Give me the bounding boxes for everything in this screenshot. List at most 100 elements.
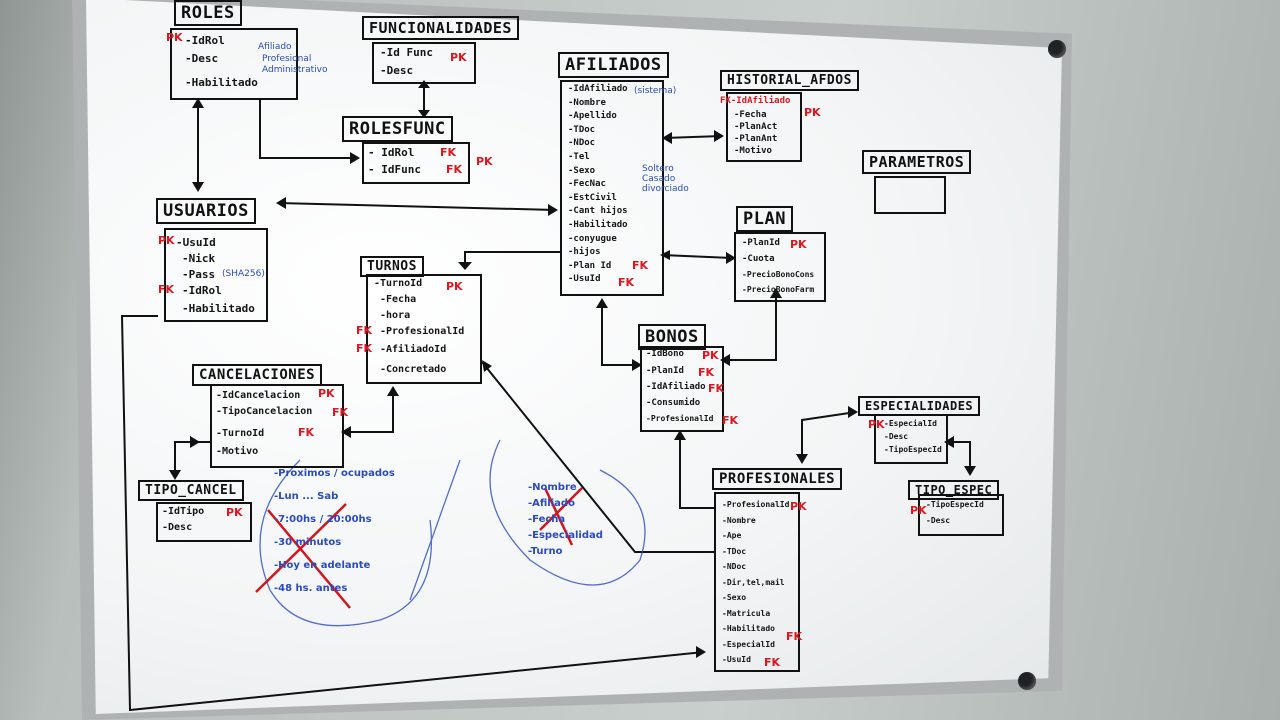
usuarios-field: -Pass	[182, 268, 216, 281]
usuarios-field: -UsuId	[176, 236, 216, 249]
turnos-field: -AfiliadoId	[380, 344, 447, 355]
tipo-espec-box	[918, 494, 1004, 536]
cancelaciones-field: -Motivo	[216, 446, 259, 457]
funcionalidades-title: FUNCIONALIDADES	[362, 16, 519, 40]
especialidades-field: -TipoEspecId	[884, 445, 942, 454]
usuarios-pk: PK	[158, 234, 175, 247]
funcionalidades-box	[372, 42, 476, 84]
profesionales-field: -Sexo	[722, 593, 747, 602]
historial-field: -PlanAct	[734, 122, 778, 132]
profesionales-field: -ProfesionalId	[722, 500, 790, 509]
profesionales-title: PROFESIONALES	[712, 468, 843, 490]
plan-box	[734, 232, 826, 302]
cancelaciones-fk: FK	[332, 406, 349, 419]
bonos-fk: FK	[698, 366, 715, 379]
cancelaciones-field: -TurnoId	[216, 428, 265, 439]
turnos-field: -ProfesionalId	[380, 326, 465, 337]
crossed-out-line: -Afiliado	[528, 498, 575, 509]
turnos-field: -Concretado	[380, 364, 447, 375]
roles-field: -IdRol	[185, 34, 225, 47]
corner-screw	[1018, 672, 1036, 690]
turnos-box	[366, 274, 482, 384]
usuarios-field: -IdRol	[182, 284, 222, 297]
cancelaciones-pk: PK	[318, 387, 335, 400]
afiliados-field: -Cant hijos	[568, 206, 628, 217]
profesionales-field: -Matricula	[722, 608, 771, 618]
especialidades-field: -Desc	[884, 432, 909, 441]
profesionales-fk: FK	[764, 656, 781, 669]
crossed-out-line: -Lun ... Sab	[274, 491, 339, 502]
crossed-out-line: -Turno	[528, 546, 563, 557]
bonos-field: -ProfesionalId	[646, 414, 714, 423]
plan-title: PLAN	[736, 206, 793, 232]
rolesfunc-title: ROLESFUNC	[342, 116, 453, 142]
bonos-field: -PlanId	[646, 366, 684, 376]
crossed-out-line: -Proximos / ocupados	[274, 468, 395, 479]
rolesfunc-field: - IdRol	[368, 146, 415, 159]
rolesfunc-field: - IdFunc	[368, 163, 421, 176]
roles-desc-note: Administrativo	[262, 65, 328, 75]
historial-pk: PK	[804, 106, 821, 119]
roles-field: -Habilitado	[185, 76, 258, 89]
funcionalidades-field: -Id Func	[380, 46, 433, 59]
crossed-out-line: -Especialidad	[528, 530, 603, 541]
profesionales-pk: PK	[790, 500, 807, 513]
roles-desc-note: Profesional	[262, 54, 312, 64]
bonos-field: -Consumido	[646, 398, 701, 408]
usuarios-title: USUARIOS	[156, 198, 256, 224]
plan-field: -Cuota	[742, 254, 775, 264]
cancelaciones-title: CANCELACIONES	[192, 364, 323, 386]
bonos-title: BONOS	[638, 324, 706, 350]
tipo-espec-field: -Desc	[926, 516, 951, 525]
crossed-out-line: -Fecha	[528, 514, 566, 525]
profesionales-field: -UsuId	[722, 655, 751, 664]
afiliados-field: -TDoc	[568, 124, 596, 135]
afiliados-field: -Sexo	[568, 165, 596, 176]
tipo-cancel-field: -Desc	[162, 522, 193, 533]
crossed-out-line: -48 hs. antes	[274, 583, 348, 594]
cancelaciones-fk: FK	[298, 426, 315, 439]
profesionales-field: -EspecialId	[722, 639, 775, 649]
especialidades-box	[874, 414, 948, 464]
plan-pk: PK	[790, 238, 807, 251]
afiliados-field: -Tel	[568, 152, 590, 162]
estcivil-note: divorciado	[642, 184, 689, 194]
profesionales-field: -NDoc	[722, 562, 747, 571]
turnos-fk: FK	[356, 342, 373, 355]
roles-desc-note: Afiliado	[258, 42, 292, 52]
rolesfunc-fk: FK	[440, 146, 457, 159]
usuarios-field: -Nick	[182, 252, 216, 265]
profesionales-field: -Ape	[722, 531, 742, 540]
tipo-cancel-title: TIPO_CANCEL	[138, 480, 244, 501]
historial-box	[726, 92, 802, 162]
afiliados-field: -conyugue	[568, 233, 617, 244]
turnos-title: TURNOS	[360, 256, 424, 277]
tipo-espec-title: TIPO_ESPEC	[908, 480, 1000, 500]
especialidades-title: ESPECIALIDADES	[858, 396, 981, 416]
turnos-pk: PK	[446, 280, 463, 293]
usuarios-fk: FK	[158, 283, 175, 296]
afiliados-field: -IdAfiliado	[568, 84, 628, 94]
funcionalidades-field: -Desc	[380, 64, 414, 77]
rolesfunc-fk: FK	[446, 163, 463, 176]
afiliados-field: -Apellido	[568, 111, 617, 122]
roles-title: ROLES	[174, 0, 242, 26]
roles-field: -Desc	[185, 52, 219, 65]
roles-pk: PK	[166, 31, 183, 44]
historial-field: -Motivo	[734, 146, 772, 156]
afiliados-field: -NDoc	[568, 138, 596, 149]
cancelaciones-field: -IdCancelacion	[216, 390, 301, 401]
profesionales-field: -Habilitado	[722, 624, 775, 633]
whiteboard	[86, 0, 1062, 714]
afiliados-id-note: (sistema)	[634, 86, 677, 96]
profesionales-fk: FK	[786, 630, 803, 643]
rolesfunc-box	[362, 142, 470, 184]
afiliados-field: -FecNac	[568, 179, 606, 190]
usuarios-box	[164, 228, 268, 322]
profesionales-box	[714, 492, 800, 672]
corner-screw	[1048, 40, 1066, 58]
plan-field: -PrecioBonoFarm	[742, 285, 815, 294]
afiliados-fk: FK	[618, 276, 635, 289]
tipo-espec-pk: PK	[910, 504, 927, 517]
profesionales-field: -Nombre	[722, 515, 756, 525]
